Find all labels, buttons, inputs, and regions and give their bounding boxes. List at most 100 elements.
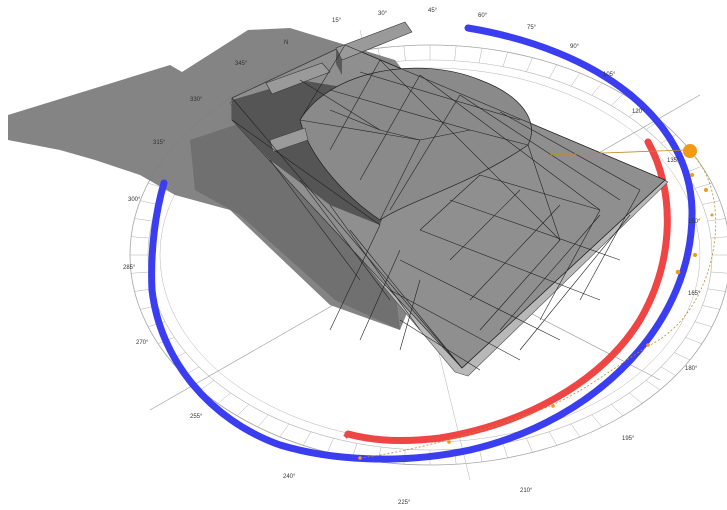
bearing-label: 90° <box>570 44 580 50</box>
compass-tick <box>710 271 727 274</box>
roof-mesh-edge <box>449 189 521 261</box>
bearing-label: 345° <box>235 61 248 67</box>
compass-tick <box>611 404 624 417</box>
building-model[interactable] <box>229 21 669 377</box>
compass-tick <box>478 48 483 64</box>
roof-mesh-edge <box>399 259 561 341</box>
bearing-label: 150° <box>688 219 701 225</box>
compass-tick <box>674 352 690 361</box>
compass-tick <box>526 438 533 453</box>
compass-tick <box>134 218 153 222</box>
bearing-label: 105° <box>603 72 616 78</box>
bearing-label: 120° <box>632 109 645 115</box>
bearing-label: 195° <box>622 436 635 442</box>
roof-mesh-edge <box>344 44 666 181</box>
compass-tick <box>302 431 312 446</box>
bearing-label: 15° <box>332 18 342 24</box>
compass-tick <box>217 392 231 404</box>
compass-tick <box>502 52 508 67</box>
compass-tick <box>257 414 269 428</box>
roof-mesh-edge <box>329 204 421 331</box>
bearing-label: 210° <box>520 488 533 494</box>
roof-mesh-edge <box>329 59 381 151</box>
roof-mesh-edge <box>359 249 401 341</box>
compass-tick <box>570 72 581 87</box>
roof-mesh-edge <box>299 79 381 131</box>
roof-mesh-edge <box>399 319 481 371</box>
roof-mesh-edge <box>419 129 471 141</box>
compass-tick <box>702 200 720 205</box>
compass-tick <box>502 443 508 458</box>
roof-mesh-edge <box>299 179 391 301</box>
roof-mesh-edge <box>231 119 381 226</box>
compass-tick <box>548 64 558 79</box>
roof-mesh-edge <box>459 94 621 201</box>
compass-tick <box>131 271 150 274</box>
roof-mesh-edge <box>379 129 421 141</box>
roof-mesh-edge <box>329 89 471 131</box>
compass-tick <box>591 414 603 428</box>
compass-tick <box>707 288 726 292</box>
bearing-label: 165° <box>688 291 701 297</box>
roof-mesh-edge <box>479 174 601 211</box>
compass-tick <box>660 366 676 376</box>
compass-tick <box>548 431 558 446</box>
roof-mesh-edge <box>349 229 463 369</box>
compass-tick <box>131 236 150 239</box>
roof-mesh-edge <box>329 224 381 331</box>
roof-mesh-edge <box>399 279 421 351</box>
compass-tick <box>327 438 334 453</box>
roof-mesh-edge <box>527 144 561 241</box>
roof-mesh-edge <box>419 74 601 211</box>
compass-tick <box>694 321 712 328</box>
compass-tick <box>140 200 158 205</box>
bearing-label: 60° <box>478 13 488 19</box>
compass-tick <box>694 182 712 189</box>
compass-tick <box>702 305 720 310</box>
bearing-label: 270° <box>136 340 149 346</box>
bearing-label: 45° <box>428 8 438 14</box>
roof-mesh-edge <box>359 74 421 181</box>
north-label: N <box>284 40 288 46</box>
roof-mesh-edge <box>539 209 601 321</box>
compass-tick <box>710 236 727 239</box>
compass-tick <box>707 218 726 222</box>
compass-tick <box>236 404 249 417</box>
roof-mesh-edge <box>461 179 666 369</box>
sun-icon <box>683 144 697 158</box>
compass-tick <box>645 380 660 391</box>
bearing-label: 315° <box>153 140 166 146</box>
compass-tick <box>279 423 290 438</box>
roof-mesh-edge <box>299 119 421 141</box>
compass-tick <box>403 45 406 61</box>
roof-mesh-edge <box>389 94 461 211</box>
compass-tick <box>200 380 215 391</box>
roof-mesh-edge <box>359 71 521 121</box>
roof-mesh-edge <box>231 97 463 369</box>
sun-marker[interactable] <box>358 144 717 460</box>
bearing-label: 225° <box>398 500 411 506</box>
roof-mesh-edge <box>419 174 481 231</box>
roof-mesh-edge <box>479 239 561 331</box>
roof-mesh-edge <box>269 159 361 281</box>
compass-tick <box>685 337 702 344</box>
compass-tick <box>591 82 603 96</box>
bearing-label: 75° <box>527 25 537 31</box>
roof-mesh-edge <box>379 139 421 221</box>
compass-tick <box>629 392 643 404</box>
roof-mesh-edge <box>389 289 521 361</box>
compass-tick <box>454 45 457 61</box>
roof-mesh-edge <box>469 129 529 146</box>
bearing-label: 330° <box>190 97 203 103</box>
roof-mesh-edge <box>469 204 561 301</box>
bearing-label: 240° <box>283 474 296 480</box>
compass-tick <box>570 423 581 438</box>
bearing-label: 135° <box>667 158 680 164</box>
roof-mesh-edge <box>579 189 641 301</box>
bearing-label: 180° <box>685 366 698 372</box>
bearing-label: 300° <box>128 197 141 203</box>
roof-mesh-edge <box>449 199 621 261</box>
compass-tick <box>629 106 643 118</box>
roof-mesh-edge <box>329 109 381 131</box>
